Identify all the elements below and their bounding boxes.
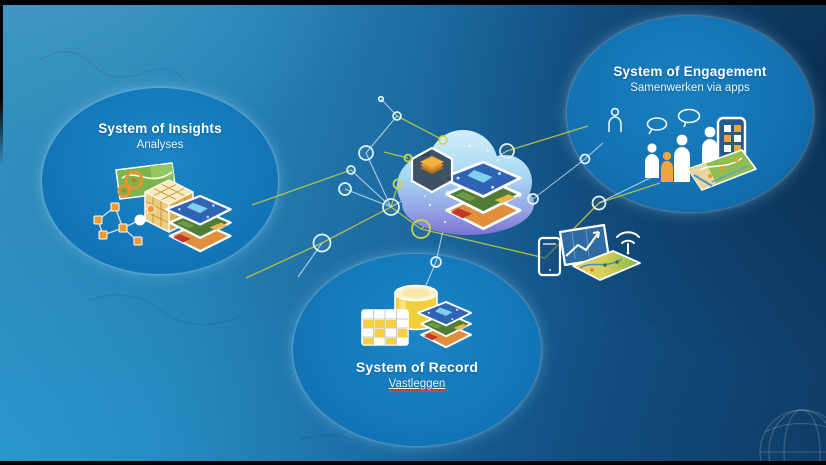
cloud-icon [397,130,534,235]
engagement-title: System of Engagement [613,64,767,79]
record-title: System of Record [355,359,479,375]
hub-map-layers-icon [440,160,522,231]
insights-subtitle: Analyses [136,139,184,151]
line-chart-icon [558,223,611,267]
hexagon-package-icon [410,146,454,194]
mobile-device-icon [537,236,562,277]
insights-title: System of Insights [98,121,222,136]
globe-wireframe-icon [759,409,826,465]
left-edge-shadow [0,0,3,165]
system-of-record-circle [293,254,541,446]
system-of-insights-circle [42,88,278,274]
wifi-icon [616,231,640,255]
bottom-letterbox-bar [0,461,826,465]
top-letterbox-bar [0,0,826,5]
field-map-icon [572,250,641,281]
record-subtitle: Vastleggen [293,377,541,393]
system-of-engagement-circle [567,16,813,212]
network-nodes [312,95,607,268]
record-subtitle-link: Vastleggen [388,378,446,393]
engagement-subtitle: Samenwerken via apps [630,82,750,94]
